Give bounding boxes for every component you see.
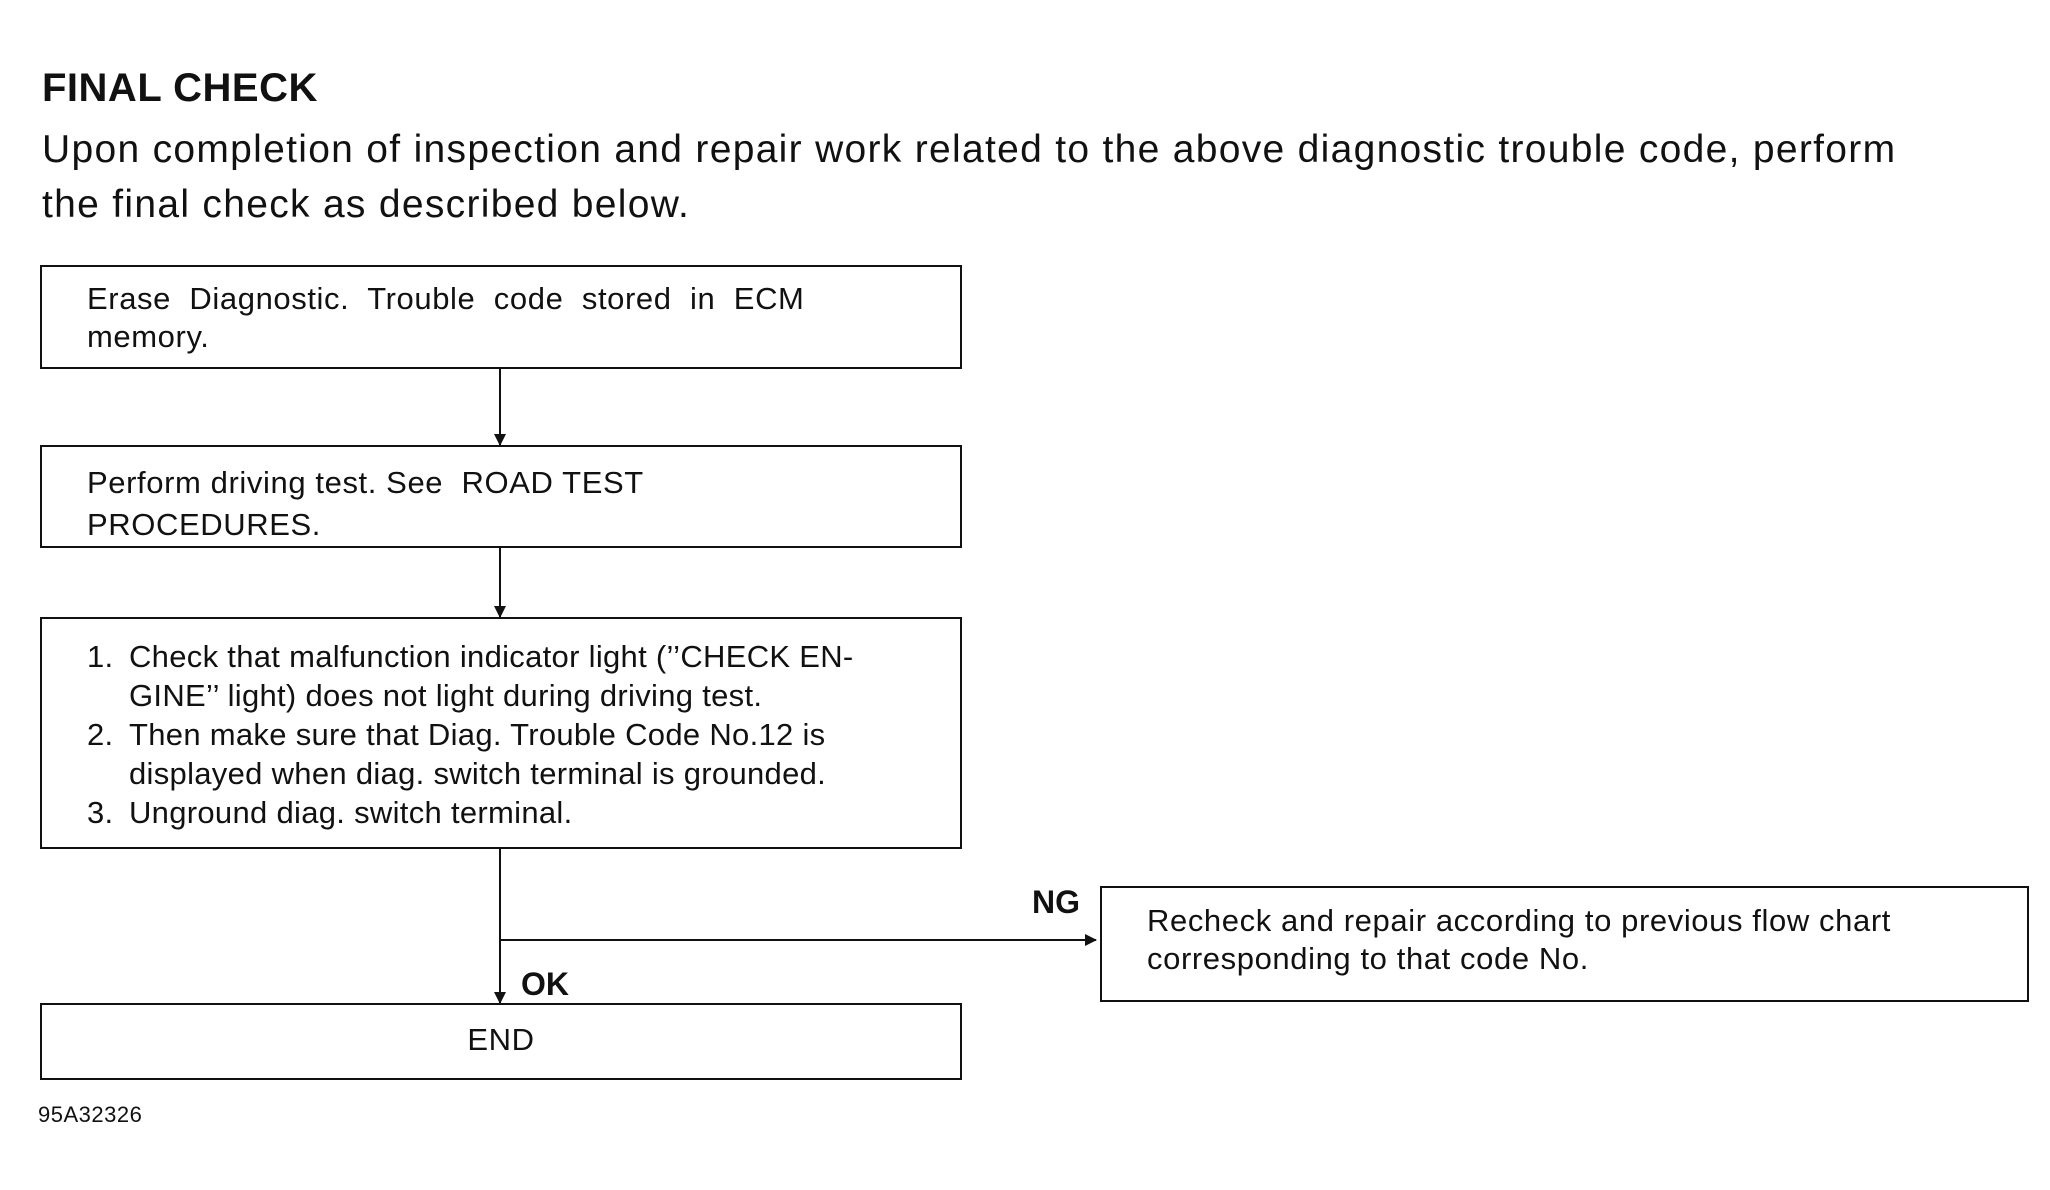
erase-code-text: Erase Diagnostic. Trouble code stored in…: [87, 280, 804, 356]
figure-id: 95A32326: [38, 1102, 143, 1127]
recheck-line-1: Recheck and repair according to previous…: [1147, 903, 1891, 938]
check-step-1: 1. Check that malfunction indicator ligh…: [87, 637, 854, 715]
erase-code-line-1: Erase Diagnostic. Trouble code stored in…: [87, 281, 805, 316]
intro-line-1: Upon completion of inspection and repair…: [42, 128, 1897, 171]
intro-line-2: the final check as described below.: [42, 183, 691, 226]
step-text-line: GINE’’ light) does not light during driv…: [129, 678, 763, 713]
step-text-line: Unground diag. switch terminal.: [129, 795, 573, 830]
intro-paragraph: Upon completion of inspection and repair…: [42, 122, 2032, 232]
step-text-line: Then make sure that Diag. Trouble Code N…: [129, 717, 826, 752]
check-steps-list: 1. Check that malfunction indicator ligh…: [87, 637, 854, 832]
erase-code-box: Erase Diagnostic. Trouble code stored in…: [40, 265, 962, 369]
driving-test-text: Perform driving test. See ROAD TEST PROC…: [87, 462, 644, 546]
driving-test-line-1: Perform driving test. See ROAD TEST: [87, 465, 644, 500]
section-heading: FINAL CHECK: [42, 66, 318, 110]
driving-test-box: Perform driving test. See ROAD TEST PROC…: [40, 445, 962, 548]
ok-label: OK: [521, 966, 569, 1002]
step-text-line: Check that malfunction indicator light (…: [129, 639, 854, 674]
recheck-line-2: corresponding to that code No.: [1147, 941, 1589, 976]
driving-test-line-2: PROCEDURES.: [87, 507, 321, 542]
step-number: 2.: [87, 717, 114, 752]
step-text-line: displayed when diag. switch terminal is …: [129, 756, 827, 791]
check-step-2: 2. Then make sure that Diag. Trouble Cod…: [87, 715, 854, 793]
end-label: END: [467, 1022, 535, 1057]
step-number: 3.: [87, 795, 114, 830]
recheck-box: Recheck and repair according to previous…: [1100, 886, 2029, 1002]
step-number: 1.: [87, 639, 114, 674]
recheck-text: Recheck and repair according to previous…: [1147, 902, 1891, 978]
checks-box: 1. Check that malfunction indicator ligh…: [40, 617, 962, 849]
erase-code-line-2: memory.: [87, 319, 210, 354]
ng-label: NG: [1032, 884, 1080, 920]
end-box: END: [40, 1003, 962, 1080]
check-step-3: 3. Unground diag. switch terminal.: [87, 793, 854, 832]
